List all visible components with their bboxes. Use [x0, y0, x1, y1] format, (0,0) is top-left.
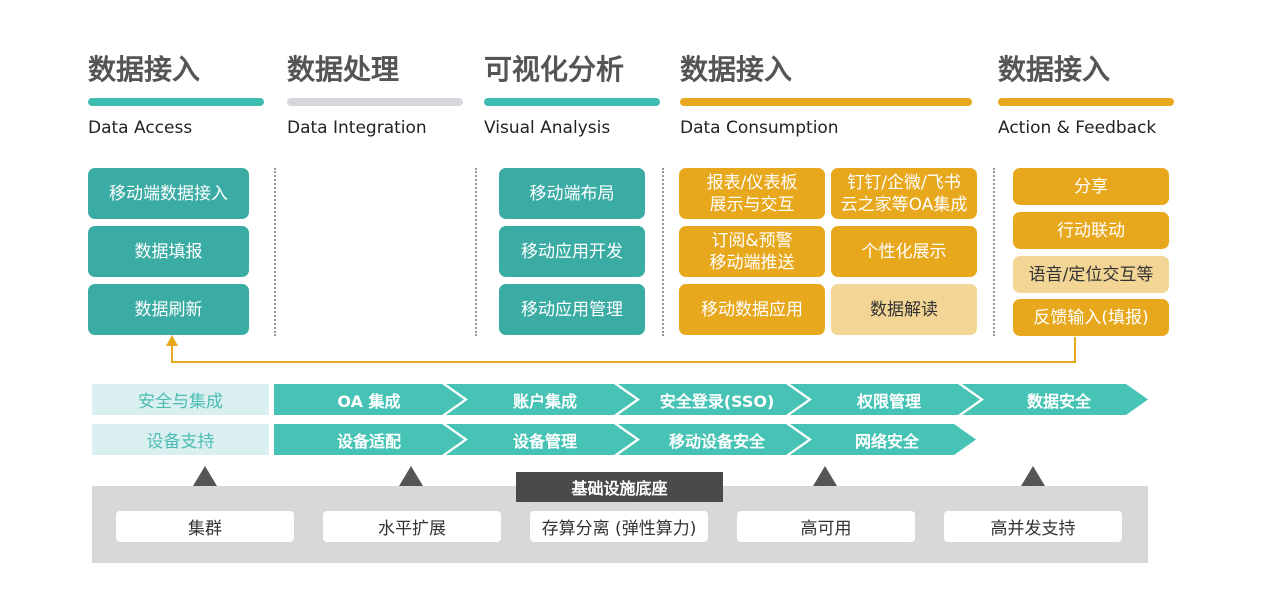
infrastructure-item: 水平扩展	[323, 511, 501, 542]
device-step: 网络安全	[790, 424, 976, 455]
column-title-feedback: 数据接入	[998, 53, 1111, 86]
device-step: 设备适配	[274, 424, 464, 455]
security-step: 数据安全	[962, 384, 1148, 415]
consumption-item: 个性化展示	[831, 226, 977, 277]
feedback-item: 反馈输入(填报)	[1013, 299, 1169, 336]
device-step: 设备管理	[446, 424, 636, 455]
infrastructure-item: 高可用	[737, 511, 915, 542]
visual-item: 移动应用管理	[499, 284, 645, 335]
column-bar-access	[88, 98, 264, 106]
column-subtitle-visual: Visual Analysis	[484, 118, 611, 138]
device-step: 移动设备安全	[618, 424, 808, 455]
column-separator	[993, 168, 995, 336]
device-step-label: 设备管理	[512, 431, 577, 451]
security-step: 安全登录(SSO)	[618, 384, 808, 415]
feedback-item: 分享	[1013, 168, 1169, 205]
column-subtitle-consumption: Data Consumption	[680, 118, 839, 138]
infrastructure-item: 高并发支持	[944, 511, 1122, 542]
column-subtitle-feedback: Action & Feedback	[998, 118, 1157, 138]
row-label-security: 安全与集成	[92, 384, 269, 415]
visual-item: 移动应用开发	[499, 226, 645, 277]
column-title-visual: 可视化分析	[484, 53, 625, 86]
consumption-item: 订阅&预警 移动端推送	[679, 226, 825, 277]
support-triangle	[399, 466, 423, 486]
row-label-device: 设备支持	[92, 424, 269, 455]
consumption-item: 报表/仪表板 展示与交互	[679, 168, 825, 219]
security-step-label: 账户集成	[512, 391, 577, 411]
column-title-consumption: 数据接入	[680, 53, 793, 86]
infrastructure-item: 集群	[116, 511, 294, 542]
access-item: 移动端数据接入	[88, 168, 249, 219]
security-step-label: 安全登录(SSO)	[659, 391, 775, 411]
security-step-label: 权限管理	[856, 391, 921, 411]
access-item: 数据刷新	[88, 284, 249, 335]
column-subtitle-access: Data Access	[88, 118, 193, 138]
security-step: OA 集成	[274, 384, 464, 415]
column-bar-consumption	[680, 98, 972, 106]
infrastructure-title: 基础设施底座	[516, 472, 723, 502]
security-step: 权限管理	[790, 384, 980, 415]
column-bar-visual	[484, 98, 660, 106]
column-separator	[274, 168, 276, 336]
column-bar-feedback	[998, 98, 1174, 106]
device-step-label: 移动设备安全	[668, 431, 765, 451]
column-separator	[475, 168, 477, 336]
consumption-item: 钉钉/企微/飞书 云之家等OA集成	[831, 168, 977, 219]
visual-item: 移动端布局	[499, 168, 645, 219]
security-step: 账户集成	[446, 384, 636, 415]
device-step-label: 网络安全	[854, 431, 919, 451]
security-step-label: OA 集成	[337, 391, 401, 411]
feedback-item: 行动联动	[1013, 212, 1169, 249]
column-subtitle-integration: Data Integration	[287, 118, 427, 138]
support-triangle	[1021, 466, 1045, 486]
column-title-integration: 数据处理	[287, 53, 400, 86]
support-triangle	[193, 466, 217, 486]
feedback-item: 语音/定位交互等	[1013, 256, 1169, 293]
infrastructure-item: 存算分离 (弹性算力)	[530, 511, 708, 542]
column-separator	[662, 168, 664, 336]
device-step-label: 设备适配	[336, 431, 401, 451]
access-item: 数据填报	[88, 226, 249, 277]
consumption-item: 数据解读	[831, 284, 977, 335]
column-title-access: 数据接入	[88, 53, 201, 86]
consumption-item: 移动数据应用	[679, 284, 825, 335]
security-step-label: 数据安全	[1026, 391, 1091, 411]
column-bar-integration	[287, 98, 463, 106]
support-triangle	[813, 466, 837, 486]
